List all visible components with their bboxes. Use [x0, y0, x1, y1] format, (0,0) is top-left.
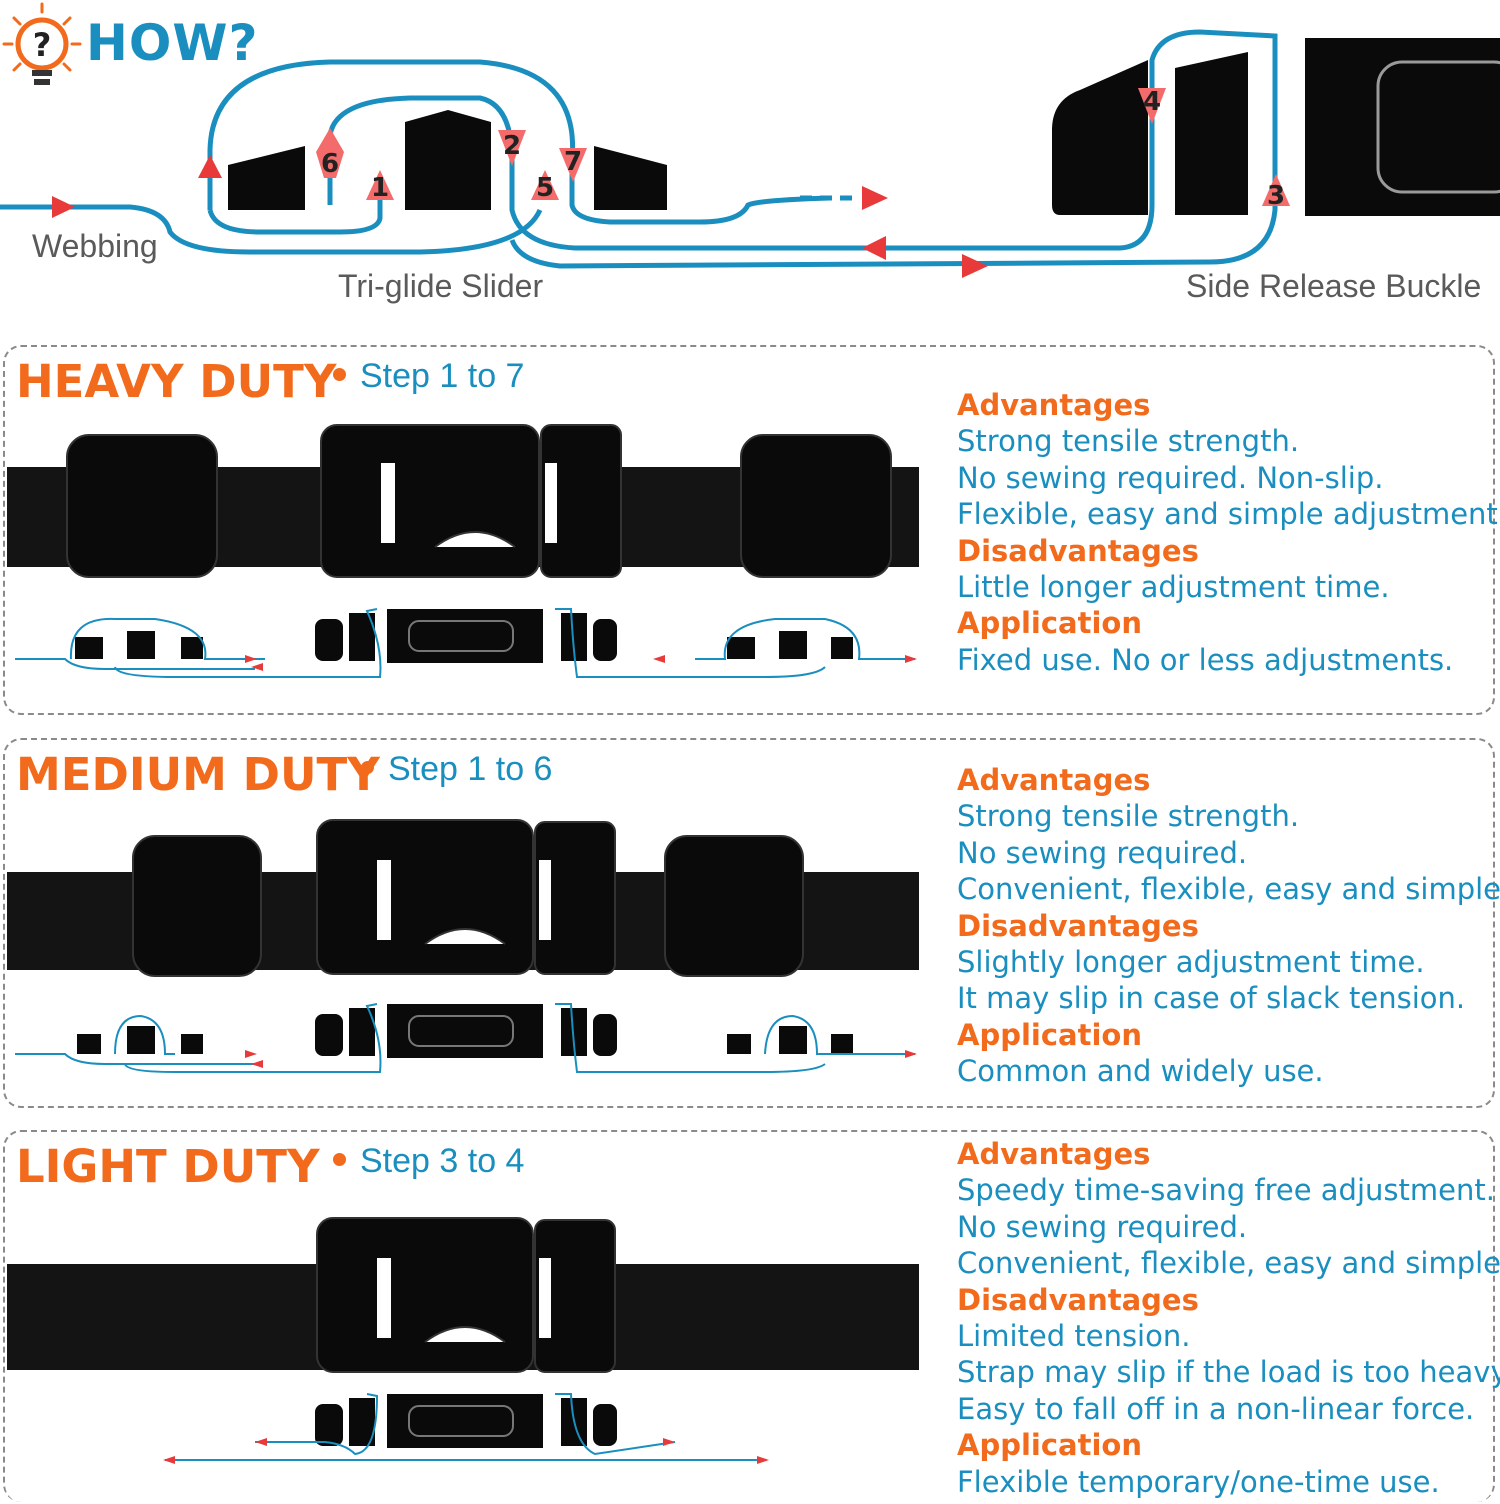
advantage-item: Strong tensile strength. — [957, 424, 1300, 459]
step-1-label: 1 — [371, 173, 389, 203]
disadvantage-item: Strap may slip if the load is too heavy. — [957, 1355, 1500, 1390]
page-title: HOW? — [86, 14, 259, 72]
disadvantages-heading: Disadvantages — [957, 533, 1199, 568]
step-range: Step 1 to 7 — [333, 357, 524, 396]
application-item: Flexible temporary/one-time use. — [957, 1464, 1440, 1499]
step-4-label: 4 — [1143, 87, 1161, 117]
disadvantage-item: Limited tension. — [957, 1319, 1191, 1354]
step-7-label: 7 — [564, 147, 582, 177]
step-6-label: 6 — [321, 149, 339, 179]
buckle-label: Side Release Buckle — [1186, 268, 1482, 304]
application-heading: Application — [957, 1017, 1142, 1052]
svg-text:?: ? — [33, 26, 52, 64]
bullet-icon — [333, 367, 346, 381]
medium-duty-illustration — [7, 819, 919, 1073]
panel-title: MEDIUM DUTY — [16, 748, 380, 801]
direction-arrows — [52, 155, 988, 278]
panel-title: LIGHT DUTY — [16, 1140, 320, 1193]
lightbulb-question-icon: ? — [2, 2, 82, 85]
light-duty-illustration — [7, 1217, 919, 1464]
heavy-duty-info: Advantages Strong tensile strength. No s… — [957, 387, 1500, 678]
advantages-heading: Advantages — [957, 388, 1151, 422]
disadvantage-item: Easy to fall off in a non-linear force. — [957, 1391, 1475, 1426]
advantage-item: Convenient, flexible, easy and simple. — [957, 1246, 1500, 1281]
bullet-icon — [361, 760, 374, 774]
application-item: Common and widely use. — [957, 1054, 1324, 1089]
advantages-heading: Advantages — [957, 763, 1151, 797]
disadvantages-heading: Disadvantages — [957, 908, 1199, 943]
advantage-item: No sewing required. Non-slip. — [957, 460, 1384, 495]
advantage-item: Convenient, flexible, easy and simple. — [957, 872, 1500, 907]
step-range: Step 1 to 6 — [361, 750, 552, 789]
disadvantage-item: Slightly longer adjustment time. — [957, 945, 1425, 980]
step-2-label: 2 — [503, 131, 521, 161]
step-range: Step 3 to 4 — [333, 1142, 524, 1181]
triglide-label: Tri-glide Slider — [338, 268, 544, 304]
panel-light-duty: LIGHT DUTY Step 3 to 4 Advantages Speedy… — [3, 1130, 1500, 1502]
advantage-item: No sewing required. — [957, 1209, 1248, 1244]
disadvantage-item: It may slip in case of slack tension. — [957, 981, 1466, 1016]
advantage-item: Speedy time-saving free adjustment. — [957, 1173, 1495, 1208]
medium-duty-info: Advantages Strong tensile strength. No s… — [957, 762, 1500, 1090]
panel-heavy-duty: HEAVY DUTY Step 1 to 7 Advant — [3, 345, 1500, 715]
heavy-duty-illustration — [7, 424, 919, 678]
buckle-shape — [1052, 38, 1500, 216]
step-5-label: 5 — [536, 173, 554, 203]
application-heading: Application — [957, 606, 1142, 641]
triglide-slider-shape — [228, 110, 667, 210]
panel-title: HEAVY DUTY — [16, 355, 337, 408]
advantage-item: Flexible, easy and simple adjustment. — [957, 497, 1500, 532]
advantage-item: Strong tensile strength. — [957, 799, 1300, 834]
bullet-icon — [333, 1152, 346, 1166]
advantage-item: No sewing required. — [957, 835, 1248, 870]
panel-medium-duty: MEDIUM DUTY Step 1 to 6 Advantages — [3, 738, 1500, 1108]
application-item: Fixed use. No or less adjustments. — [957, 642, 1454, 677]
light-duty-info: Advantages Speedy time-saving free adjus… — [957, 1136, 1500, 1500]
application-heading: Application — [957, 1428, 1142, 1463]
disadvantage-item: Little longer adjustment time. — [957, 570, 1390, 605]
webbing-label: Webbing — [32, 228, 158, 264]
advantages-heading: Advantages — [957, 1137, 1151, 1171]
threading-diagram: ? 6 1 2 5 7 — [0, 2, 1500, 278]
step-3-label: 3 — [1267, 181, 1285, 211]
disadvantages-heading: Disadvantages — [957, 1282, 1199, 1317]
